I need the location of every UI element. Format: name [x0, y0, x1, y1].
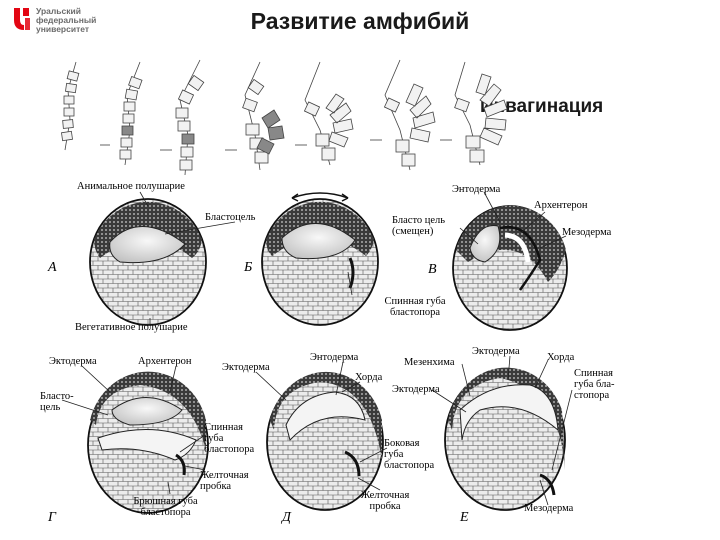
label-lateral-lip-d-line3: бластопора [384, 460, 435, 471]
label-yolk-plug-d: Желточная пробка [340, 490, 430, 512]
label-vegetal-hemisphere: Вегетативное полушарие [75, 322, 188, 333]
label-endoderm-v: Энтодерма [452, 184, 501, 195]
panel-letter-b: Б [244, 260, 253, 275]
cell-strip-1 [61, 61, 80, 151]
label-notochord-d: Хорда [355, 372, 383, 383]
label-dorsal-lip-g-line3: бластопора [204, 444, 255, 455]
label-blastocoel-g-line1: Бласто- [40, 391, 74, 402]
label-blastocoel-g-line2: цель [40, 402, 61, 413]
embryo-b [261, 192, 379, 326]
leader-lines [61, 191, 573, 506]
logo-text: Уральский федеральный университет [36, 7, 96, 34]
label-ectoderm-e: Эктодерма [392, 384, 440, 395]
logo-line-2: федеральный [36, 15, 97, 25]
cell-strip-3 [175, 59, 205, 176]
embryo-v [452, 205, 568, 331]
label-dorsal-lip-e-line2: губа бла- [574, 379, 615, 390]
label-lateral-lip-d-line2: губа [384, 449, 404, 460]
label-dorsal-lip-b-line1: Спинная губа [384, 296, 446, 307]
page-title: Развитие амфибий [250, 8, 470, 34]
label-dorsal-lip-g: Спинная губа бластопора [204, 422, 254, 455]
label-lateral-lip-d: Боковая губа бластопора [384, 438, 434, 471]
label-dorsal-lip-g-line1: Спинная [204, 422, 243, 433]
label-ventral-lip-g-line1: Брюшная губа [133, 496, 198, 507]
label-blastocoel-v-line2: (смещен) [392, 226, 434, 237]
panel-letter-d: Д [282, 510, 291, 525]
embryo-d [266, 371, 384, 511]
section-subtitle: Инвагинация [480, 96, 604, 117]
logo-line-1: Уральский [36, 6, 81, 16]
label-ventral-lip-g-line2: бластопора [140, 507, 191, 518]
label-blastocoel-v: Бласто цель (смещен) [392, 215, 445, 237]
cell-strip-5 [303, 61, 354, 166]
label-dorsal-lip-b: Спинная губа бластопора [370, 296, 460, 318]
label-dorsal-lip-b-line2: бластопора [389, 307, 441, 318]
ural-logo-icon [14, 8, 30, 30]
panel-letter-a: А [48, 260, 57, 275]
label-lateral-lip-d-line1: Боковая [384, 438, 420, 449]
label-dorsal-lip-e: Спинная губа бла- стопора [574, 368, 615, 401]
logo-line-3: университет [36, 24, 90, 34]
label-yolk-plug-g-line1: Желточная [200, 470, 249, 481]
label-mesenchyme-e: Мезенхима [404, 357, 455, 368]
label-yolk-plug-d-line2: пробка [369, 501, 401, 512]
label-ectoderm-g: Эктодерма [49, 356, 97, 367]
panel-letter-v: В [428, 262, 437, 277]
label-blastocoel: Бластоцель [205, 212, 256, 223]
label-dorsal-lip-e-line3: стопора [574, 390, 610, 401]
label-ventral-lip-g: Брюшная губа бластопора [118, 496, 213, 518]
panel-letter-g: Г [48, 510, 56, 525]
sequence-arrows [100, 139, 452, 151]
label-archenteron-v: Архентерон [534, 200, 588, 211]
label-blastocoel-g: Бласто- цель [40, 391, 74, 413]
embryo-g [87, 371, 209, 514]
university-logo: Уральский федеральный университет [12, 4, 122, 36]
label-mesoderm-v: Мезодерма [562, 227, 612, 238]
label-ectoderm-d: Эктодерма [222, 362, 270, 373]
label-endoderm-d: Энтодерма [310, 352, 359, 363]
label-yolk-plug-g-line2: пробка [200, 481, 232, 492]
cell-strip-7 [454, 61, 508, 166]
panel-letter-e: Е [460, 510, 469, 525]
label-blastocoel-v-line1: Бласто цель [392, 215, 446, 226]
invagination-sequence [61, 59, 508, 176]
label-notochord-e: Хорда [547, 352, 575, 363]
label-animal-hemisphere: Анимальное полушарие [77, 181, 185, 192]
cell-strip-4 [242, 61, 285, 171]
embryo-e [444, 367, 566, 511]
label-dorsal-lip-e-line1: Спинная [574, 368, 613, 379]
label-dorsal-lip-g-line2: губа [204, 433, 224, 444]
label-ectoderm-e-top: Эктодерма [472, 346, 520, 357]
label-archenteron-g: Архентерон [138, 356, 192, 367]
cell-strip-6 [383, 59, 436, 171]
cell-strip-2 [119, 61, 143, 166]
label-yolk-plug-g: Желточная пробка [200, 470, 249, 492]
movement-arrow-icon [291, 192, 349, 199]
embryo-a [89, 198, 207, 326]
label-mesoderm-e: Мезодерма [524, 503, 574, 514]
label-yolk-plug-d-line1: Желточная [360, 490, 410, 501]
